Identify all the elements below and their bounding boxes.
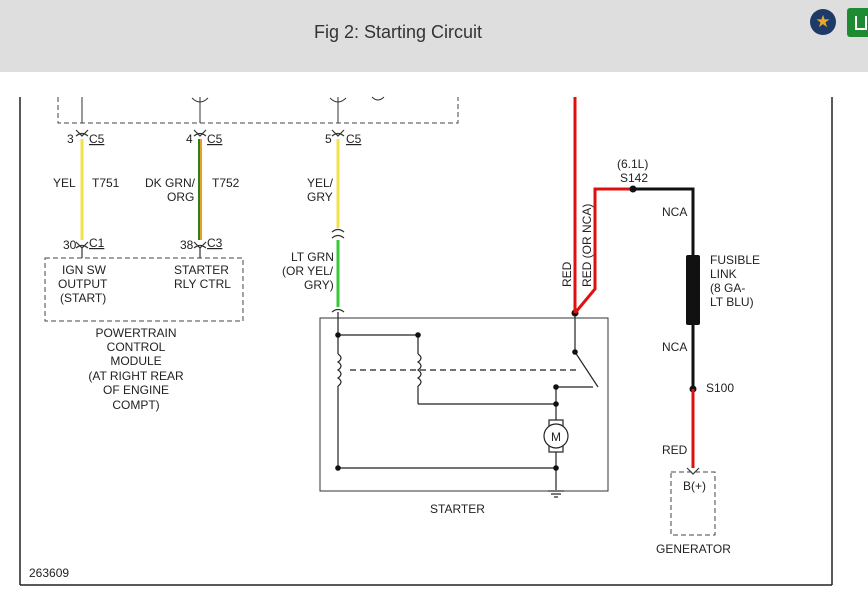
wire-label-gry: GRY — [307, 190, 333, 204]
pin-3: 3 — [67, 132, 74, 146]
pin-5: 5 — [325, 132, 332, 146]
pcm-box — [44, 257, 244, 322]
pull-in-coil — [416, 353, 422, 387]
pcm-ign-2: OUTPUT — [58, 277, 108, 291]
fusible-label-4: LT BLU) — [710, 295, 754, 309]
conn-c1: C1 — [89, 236, 105, 250]
pcm-starter-2: RLY CTRL — [174, 277, 231, 291]
splice-s142 — [629, 185, 637, 193]
pin-38: 38 — [180, 238, 194, 252]
fusible-link — [686, 255, 700, 325]
pcm-name-6: COMPT) — [112, 398, 159, 412]
pin-30: 30 — [63, 238, 77, 252]
conn-c5-b: C5 — [207, 132, 223, 146]
c5-connectors — [75, 129, 345, 137]
solenoid-switch — [574, 351, 599, 388]
download-icon — [855, 16, 867, 30]
fusible-label-2: LINK — [710, 267, 737, 281]
generator-box — [670, 471, 716, 536]
wire-label-t752: T752 — [212, 176, 240, 190]
star-icon: ★ — [815, 12, 831, 31]
s142-label-1: (6.1L) — [617, 157, 648, 171]
red-label-bottom: RED — [662, 443, 688, 457]
wire-label-or-yel: (OR YEL/ — [282, 264, 334, 278]
download-button[interactable] — [847, 8, 868, 37]
s100-label: S100 — [706, 381, 734, 395]
title-bar: Fig 2: Starting Circuit ★ — [0, 0, 868, 72]
wire-label-gry2: GRY) — [304, 278, 334, 292]
generator-terminal: B(+) — [683, 479, 706, 493]
nca-label-top: NCA — [662, 205, 687, 219]
wire-label-t751: T751 — [92, 176, 120, 190]
pcm-starter-1: STARTER — [174, 263, 229, 277]
s142-label-2: S142 — [620, 171, 648, 185]
pcm-ign-1: IGN SW — [62, 263, 107, 277]
fusible-label-1: FUSIBLE — [710, 253, 760, 267]
starter-motor — [543, 423, 569, 449]
pcm-name-2: CONTROL — [107, 340, 166, 354]
starter-label: STARTER — [430, 502, 485, 516]
wire-label-ltgrn: LT GRN — [291, 250, 334, 264]
pcm-name-5: OF ENGINE — [103, 383, 169, 397]
pin-4: 4 — [186, 132, 193, 146]
wire-label-dkgrn: DK GRN/ — [145, 176, 196, 190]
wire-label-yel2: YEL/ — [307, 176, 334, 190]
wire-red-or-nca — [573, 187, 633, 314]
wire-label-red: RED — [560, 261, 574, 287]
generator-label: GENERATOR — [656, 542, 731, 556]
conn-c5-c: C5 — [346, 132, 362, 146]
nca-label-bottom: NCA — [662, 340, 687, 354]
ground-icon — [548, 490, 564, 498]
motor-label: M — [551, 430, 561, 444]
pcm-name-3: MODULE — [110, 354, 161, 368]
favorite-button[interactable]: ★ — [810, 9, 836, 35]
wire-label-org: ORG — [167, 190, 194, 204]
conn-c3: C3 — [207, 236, 223, 250]
wire-label-yel: YEL — [53, 176, 76, 190]
conn-c5-a: C5 — [89, 132, 105, 146]
pcm-ign-3: (START) — [60, 291, 106, 305]
pcm-name-1: POWERTRAIN — [95, 326, 176, 340]
wire-label-red-or-nca: RED (OR NCA) — [580, 204, 594, 287]
fusible-label-3: (8 GA- — [710, 281, 745, 295]
wire-nca-top — [633, 187, 695, 255]
pcm-name-4: (AT RIGHT REAR — [88, 369, 184, 383]
starter-box — [319, 317, 609, 492]
hold-in-coil — [336, 353, 342, 387]
figure-id: 263609 — [29, 566, 69, 580]
top-module-box — [57, 97, 459, 124]
figure-title: Fig 2: Starting Circuit — [313, 22, 483, 42]
